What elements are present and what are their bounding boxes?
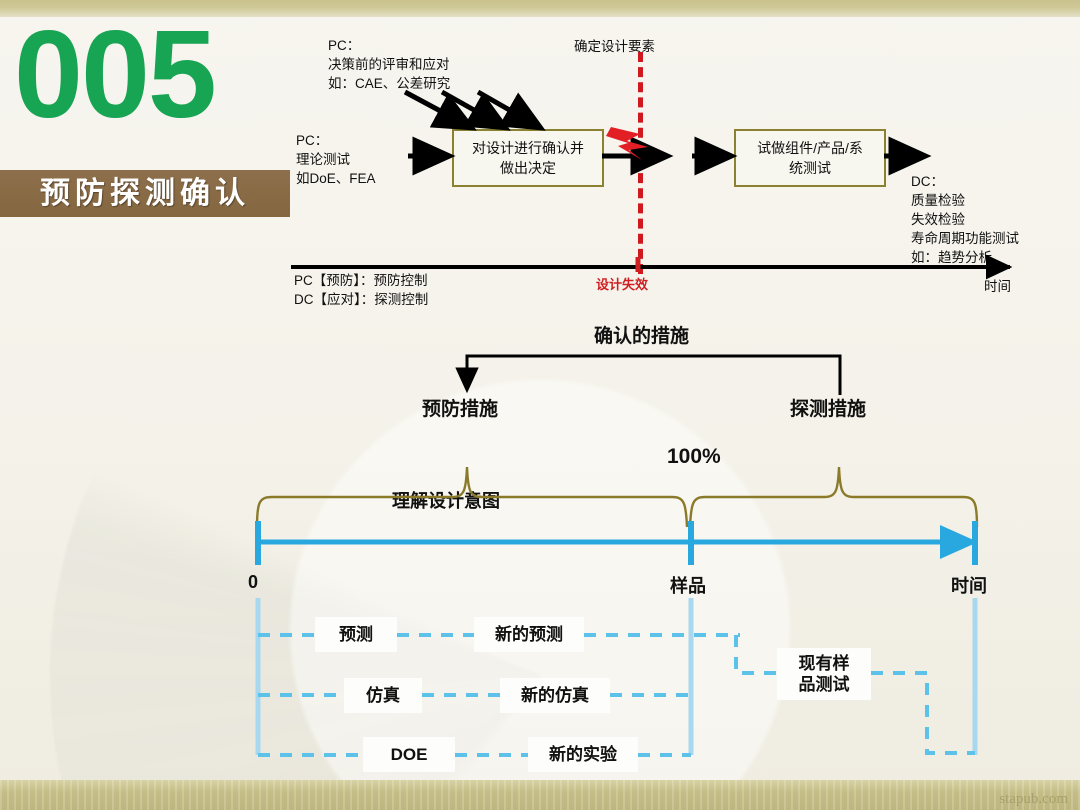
box-doe-label: DOE: [390, 745, 428, 764]
legend-pc: PC【预防】：预防控制: [294, 273, 428, 288]
box-existing-sample-test[interactable]: 现有样 品测试: [777, 648, 871, 700]
bottom-gold-band: [0, 780, 1080, 810]
process-box-trial[interactable]: 试做组件/产品/系 统测试: [734, 129, 886, 187]
box-existing-sample-test-label: 现有样 品测试: [798, 654, 850, 694]
box-prediction[interactable]: 预测: [315, 617, 397, 652]
note-dc: DC： 质量检验 失效检验 寿命周期功能测试 如：趋势分析: [911, 174, 1019, 265]
legend-dc: DC【应对】：探测控制: [294, 292, 429, 307]
confirm-measures-bracket: [465, 354, 842, 395]
note-pc-lower: PC： 理论测试 如DoE、FEA: [296, 133, 376, 186]
note-pc-upper: PC： 决策前的评审和应对 如：CAE、公差研究: [328, 38, 451, 91]
process-box-trial-label: 试做组件/产品/系 统测试: [757, 140, 863, 176]
box-new-simulation-label: 新的仿真: [521, 686, 589, 705]
page-title-banner: 预防探测确认: [0, 170, 290, 217]
input-arrows-group: [403, 89, 546, 131]
box-simulation[interactable]: 仿真: [344, 678, 422, 713]
timeline-end-label: 时间: [951, 576, 987, 596]
box-new-prediction-label: 新的预测: [495, 625, 563, 644]
box-doe[interactable]: DOE: [363, 737, 455, 772]
top-gold-band: [0, 0, 1080, 17]
box-new-experiment-label: 新的实验: [549, 745, 617, 764]
page-title: 预防探测确认: [40, 177, 250, 210]
percent-label: 100%: [667, 445, 721, 468]
olive-brace-right: [688, 466, 979, 528]
dashed-path-to-sample-test: [734, 635, 975, 755]
lightning-bolt-icon: [606, 127, 648, 160]
label-design-failure: 设计失效: [596, 277, 649, 292]
prevention-measures-label: 预防措施: [422, 399, 499, 420]
blue-drop-lines: [255, 598, 978, 755]
process-box-decide[interactable]: 对设计进行确认并 做出决定: [452, 129, 604, 187]
timeline-start-label: 0: [248, 572, 259, 592]
detection-measures-label: 探测措施: [790, 399, 867, 420]
watermark: stapub.com: [999, 791, 1068, 807]
box-new-prediction[interactable]: 新的预测: [474, 617, 584, 652]
page-number: 005: [14, 6, 217, 144]
box-new-simulation[interactable]: 新的仿真: [500, 678, 610, 713]
box-simulation-label: 仿真: [366, 686, 400, 705]
box-prediction-label: 预测: [339, 625, 373, 644]
olive-brace-left: [255, 466, 689, 528]
confirm-measures-title: 确认的措施: [594, 326, 690, 347]
axis-time-label-top: 时间: [984, 279, 1011, 294]
box-new-experiment[interactable]: 新的实验: [528, 737, 638, 772]
timeline-sample-label: 样品: [670, 576, 706, 596]
process-box-decide-label: 对设计进行确认并 做出决定: [472, 140, 584, 176]
label-design-element: 确定设计要素: [574, 39, 655, 54]
